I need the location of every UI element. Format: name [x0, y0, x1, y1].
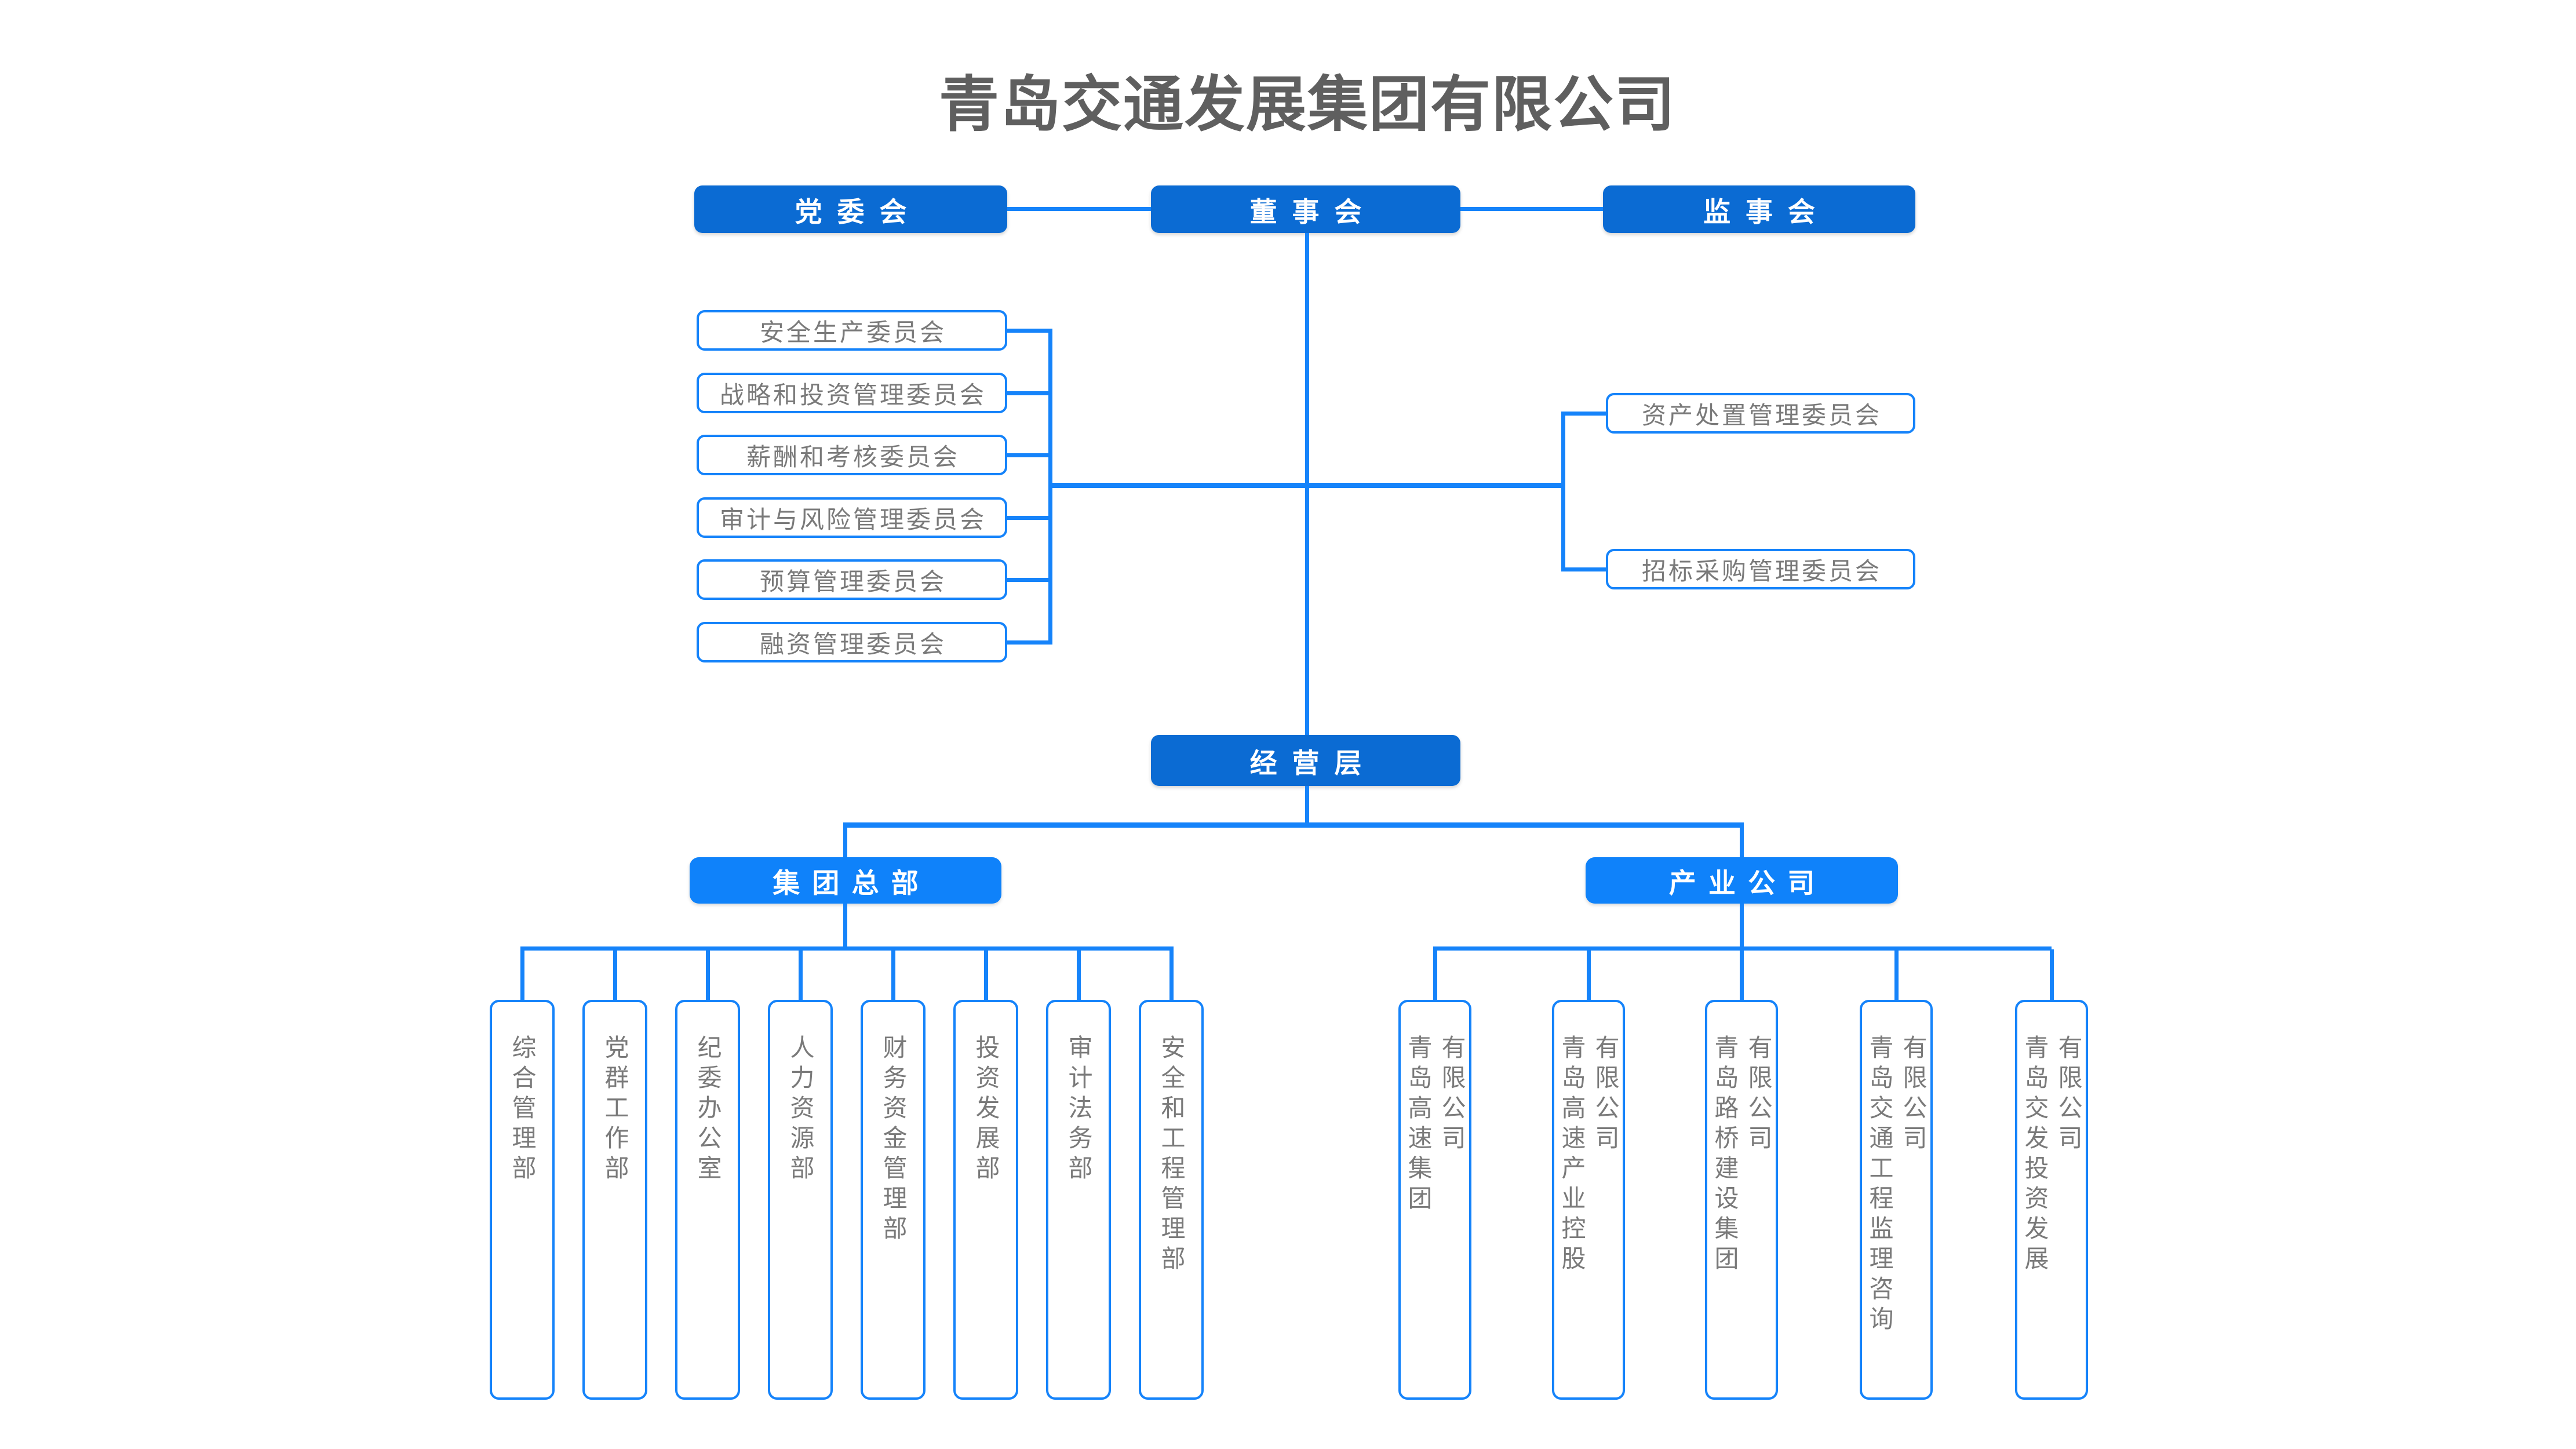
node-supervisory-board-label: 监事会 [1703, 196, 1830, 227]
dept-label: 投资发展部 [972, 1035, 1000, 1185]
committee-label: 审计与风险管理委员会 [719, 505, 986, 533]
dept-finance-funds-management: 财务资金管理部 [861, 1000, 926, 1400]
connector-management-down [1305, 786, 1309, 824]
connector-stub [1565, 412, 1606, 416]
dept-label: 纪委办公室 [694, 1035, 722, 1185]
company-name-line: 有限公司 [1438, 1035, 1466, 1155]
connector-company-distribution [1433, 946, 2052, 951]
dept-party-mass-work: 党群工作部 [582, 1000, 647, 1400]
committee-compensation-appraisal: 薪酬和考核委员会 [697, 435, 1007, 475]
committee-audit-risk: 审计与风险管理委员会 [697, 497, 1007, 538]
connector-stub [1894, 949, 1899, 1002]
node-management-layer: 经营层 [1151, 735, 1460, 786]
connector-stub [1007, 453, 1052, 457]
dept-label: 审计法务部 [1065, 1035, 1092, 1185]
connector-stub [706, 949, 710, 1002]
node-industry-companies: 产业公司 [1586, 857, 1898, 904]
connector-stub [1007, 329, 1052, 333]
company-qingdao-expressway-industry-holding: 青岛高速产业控股 有限公司 [1552, 1000, 1625, 1400]
connector-stub [891, 949, 895, 1002]
dept-investment-development: 投资发展部 [953, 1000, 1018, 1400]
dept-label: 财务资金管理部 [879, 1035, 907, 1246]
company-name-line: 有限公司 [1899, 1035, 1927, 1155]
connector-stub [1077, 949, 1081, 1002]
connector-stub [1169, 949, 1174, 1002]
dept-label: 综合管理部 [508, 1035, 536, 1185]
committee-safety-production: 安全生产委员会 [697, 310, 1007, 351]
committee-label: 融资管理委员会 [759, 630, 946, 658]
committee-budget: 预算管理委员会 [697, 559, 1007, 600]
connector-stub [1587, 949, 1591, 1002]
company-qingdao-road-bridge-construction-group: 青岛路桥建设集团 有限公司 [1705, 1000, 1778, 1400]
committee-label: 战略和投资管理委员会 [719, 381, 986, 409]
company-label: 青岛高速集团 有限公司 [1401, 1035, 1469, 1215]
company-label: 青岛高速产业控股 有限公司 [1555, 1035, 1622, 1276]
connector-stub [1433, 949, 1437, 1002]
connector-stub [843, 826, 847, 858]
dept-safety-engineering-management: 安全和工程管理部 [1139, 1000, 1204, 1400]
company-name-line: 有限公司 [1744, 1035, 1772, 1155]
dept-general-management: 综合管理部 [490, 1000, 555, 1400]
connector-stub [1007, 391, 1052, 395]
company-name-line: 青岛交发投资发展 [2021, 1035, 2049, 1276]
page-title: 青岛交通发展集团有限公司 [938, 71, 1677, 139]
connector-stub [799, 949, 803, 1002]
company-name-line: 有限公司 [2054, 1035, 2082, 1155]
connector-stub [1740, 949, 1744, 1002]
connector-stub [1007, 516, 1052, 520]
connector-stub [984, 949, 988, 1002]
node-group-headquarters: 集团总部 [690, 857, 1001, 904]
company-qingdao-traffic-engineering-supervision-consulting: 青岛交通工程监理咨询 有限公司 [1860, 1000, 1933, 1400]
company-name-line: 青岛交通工程监理咨询 [1866, 1035, 1893, 1336]
connector-committees-trunk [1048, 483, 1565, 488]
committee-label: 资产处置管理委员会 [1641, 401, 1882, 429]
committee-label: 薪酬和考核委员会 [746, 443, 960, 471]
committee-bidding-procurement: 招标采购管理委员会 [1606, 549, 1915, 589]
committee-financing: 融资管理委员会 [697, 622, 1007, 662]
company-name-line: 青岛高速集团 [1405, 1035, 1432, 1215]
committee-asset-disposal: 资产处置管理委员会 [1606, 393, 1915, 434]
node-party-committee: 党委会 [694, 185, 1007, 233]
dept-label: 人力资源部 [786, 1035, 814, 1185]
connector-hq-down [843, 904, 847, 950]
dept-human-resources: 人力资源部 [768, 1000, 833, 1400]
committee-label: 预算管理委员会 [759, 567, 946, 595]
node-group-headquarters-label: 集团总部 [773, 867, 931, 898]
connector-party-board [1007, 207, 1151, 211]
dept-label: 安全和工程管理部 [1157, 1035, 1185, 1276]
committee-label: 招标采购管理委员会 [1641, 557, 1882, 585]
node-board-of-directors: 董事会 [1151, 185, 1460, 233]
company-qingdao-expressway-group: 青岛高速集团 有限公司 [1398, 1000, 1471, 1400]
connector-stub [613, 949, 617, 1002]
connector-stub [1740, 826, 1744, 858]
node-industry-companies-label: 产业公司 [1668, 867, 1827, 898]
connector-dept-distribution [520, 946, 1174, 951]
connector-industry-down [1740, 904, 1744, 950]
connector-stub [1565, 567, 1606, 571]
company-qingdao-jiaofa-investment-development: 青岛交发投资发展 有限公司 [2015, 1000, 2088, 1400]
connector-stub [520, 949, 524, 1002]
node-management-layer-label: 经营层 [1249, 747, 1377, 778]
company-name-line: 有限公司 [1591, 1035, 1619, 1155]
company-label: 青岛交通工程监理咨询 有限公司 [1863, 1035, 1930, 1336]
dept-discipline-inspection-office: 纪委办公室 [675, 1000, 740, 1400]
connector-stub [2050, 949, 2054, 1002]
dept-audit-legal: 审计法务部 [1046, 1000, 1111, 1400]
dept-label: 党群工作部 [601, 1035, 629, 1185]
node-board-of-directors-label: 董事会 [1249, 196, 1377, 227]
company-name-line: 青岛路桥建设集团 [1711, 1035, 1739, 1276]
company-label: 青岛交发投资发展 有限公司 [2018, 1035, 2085, 1276]
connector-branch-distribution [843, 822, 1744, 828]
connector-stub [1007, 578, 1052, 582]
node-supervisory-board: 监事会 [1603, 185, 1915, 233]
company-name-line: 青岛高速产业控股 [1558, 1035, 1586, 1276]
company-label: 青岛路桥建设集团 有限公司 [1708, 1035, 1775, 1276]
committee-label: 安全生产委员会 [759, 318, 946, 346]
connector-right-bracket [1561, 412, 1565, 571]
node-party-committee-label: 党委会 [795, 196, 922, 227]
connector-board-supervisory [1460, 207, 1603, 211]
committee-strategy-investment: 战略和投资管理委员会 [697, 373, 1007, 413]
connector-stub [1007, 640, 1052, 645]
